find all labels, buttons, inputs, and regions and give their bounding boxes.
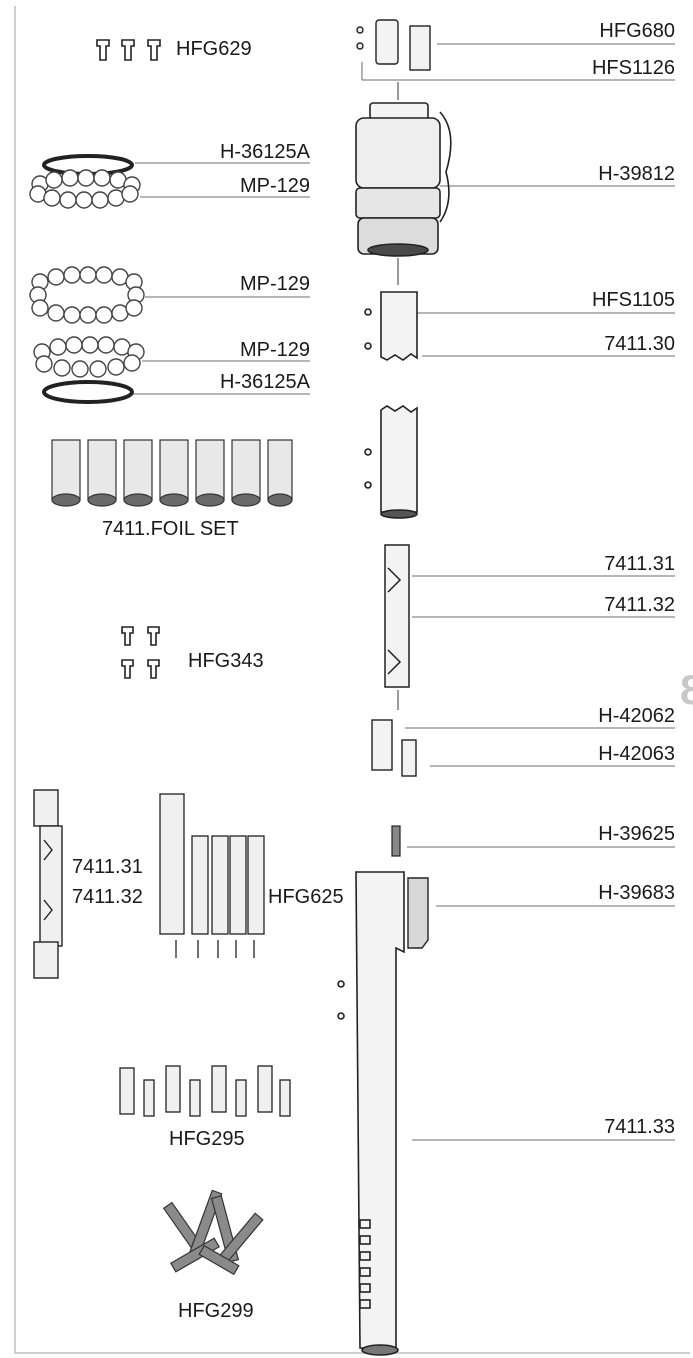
clips-hfg295-group	[119, 1065, 291, 1117]
label-mp129-a: MP-129	[239, 175, 310, 197]
part-h39683	[407, 877, 429, 949]
label-7411-31-right: 7411.31	[604, 553, 675, 575]
bearing-mp129-b	[29, 266, 145, 324]
ring-h36125a-bottom	[42, 380, 134, 404]
label-7411-31-left: 7411.31	[72, 856, 143, 878]
label-mp129-c: MP-129	[239, 339, 310, 361]
label-hfg343: HFG343	[188, 650, 264, 672]
part-h39812-housing	[355, 102, 452, 257]
part-7411-30-tube	[364, 291, 418, 519]
label-h39625: H-39625	[598, 823, 675, 845]
label-hfs1126: HFS1126	[591, 57, 675, 79]
part-hfg680	[356, 19, 399, 65]
label-h36125a-top: H-36125A	[219, 141, 310, 163]
foil-set-drawing	[51, 439, 293, 507]
screw-hfg629-group	[96, 39, 161, 61]
label-hfg295: HFG295	[169, 1128, 245, 1150]
page-section-mark: 8	[680, 666, 693, 713]
part-h39625	[391, 825, 401, 857]
label-7411-32-left: 7411.32	[72, 886, 143, 908]
part-7411-33-tube	[337, 871, 405, 1356]
page-frame	[14, 6, 690, 1354]
label-hfg299: HFG299	[178, 1300, 254, 1322]
label-hfs1105: HFS1105	[591, 289, 675, 311]
label-mp129-b: MP-129	[239, 273, 310, 295]
hfg625-assembly	[159, 793, 265, 958]
part-7411-31-32-strip	[384, 544, 410, 688]
part-hfs1126	[409, 25, 431, 71]
label-foil-set: 7411.FOIL SET	[102, 518, 239, 540]
label-7411-33: 7411.33	[604, 1116, 675, 1138]
bearing-mp129-a	[29, 169, 141, 209]
label-h42062: H-42062	[598, 705, 675, 727]
label-hfg625: HFG625	[268, 886, 344, 908]
label-7411-30: 7411.30	[604, 333, 675, 355]
leader-lines	[130, 43, 675, 1141]
part-h42062	[371, 719, 393, 771]
label-7411-32-right: 7411.32	[604, 594, 675, 616]
screw-hfg343-group	[121, 626, 160, 679]
links-hfg299-group	[162, 1189, 264, 1276]
label-h36125a-bottom: H-36125A	[219, 371, 310, 393]
label-h42063: H-42063	[598, 743, 675, 765]
label-hfg629: HFG629	[176, 38, 252, 60]
label-hfg680: HFG680	[599, 20, 675, 42]
part-h42063	[401, 739, 417, 777]
label-h39683: H-39683	[598, 882, 675, 904]
left-bracket-assembly	[33, 789, 63, 979]
label-h39812: H-39812	[598, 163, 675, 185]
bearing-mp129-c	[33, 336, 145, 378]
